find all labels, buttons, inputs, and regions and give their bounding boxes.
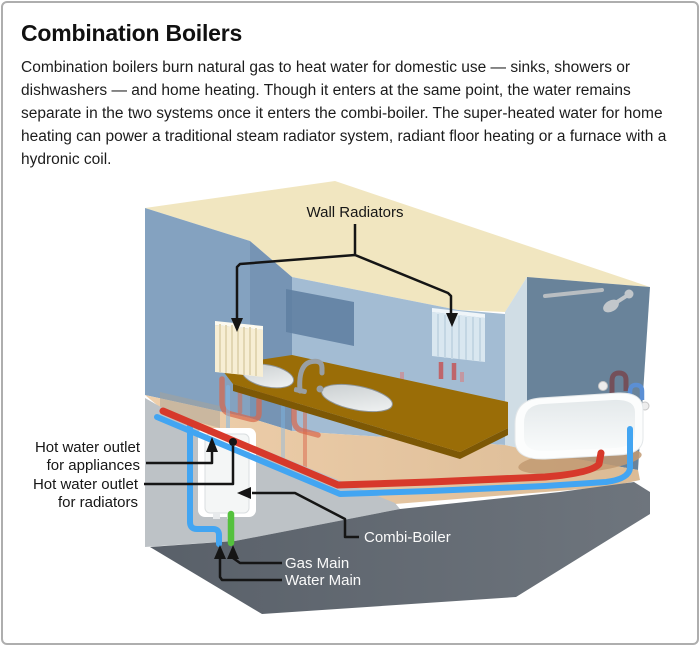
arrowhead [237, 487, 251, 499]
pipes [154, 407, 633, 547]
door-recess [286, 289, 354, 346]
svg-text:Hot water outlet: Hot water outlet [33, 476, 139, 493]
label-wall-radiators: Wall Radiators [307, 204, 404, 221]
leader-lines [144, 224, 458, 582]
svg-text:for appliances: for appliances [47, 457, 140, 474]
arrowhead [214, 545, 226, 559]
faucet-icon [293, 358, 325, 395]
bathtub [514, 392, 644, 475]
water-main-pipe [187, 423, 222, 547]
label-gas-main: Gas Main [285, 555, 349, 572]
hot-water-pipe [159, 407, 605, 489]
boiler-diagram: Wall Radiators Hot water outlet for appl… [33, 181, 650, 614]
label-water-main: Water Main [285, 572, 361, 589]
svg-text:for radiators: for radiators [58, 494, 138, 511]
description-text: Combination boilers burn natural gas to … [21, 59, 667, 168]
shower-head-icon [603, 289, 634, 313]
under-counter-shadow [160, 392, 220, 428]
arrowhead [446, 313, 458, 327]
svg-text:Hot water outlet: Hot water outlet [35, 439, 141, 456]
page-title: Combination Boilers [21, 20, 243, 46]
wall-radiator-right [432, 308, 485, 380]
arrowhead [231, 318, 243, 332]
shower-rod [543, 288, 604, 298]
cold-water-pipe [154, 414, 633, 497]
label-hot-water-appliances: Hot water outlet for appliances [35, 439, 141, 474]
label-hot-water-radiators: Hot water outlet for radiators [33, 476, 139, 511]
ceiling [145, 181, 650, 312]
arrowhead [206, 437, 218, 452]
label-combi-boiler: Combi-Boiler [364, 529, 451, 546]
arrowhead [227, 545, 239, 559]
leader-dot [229, 438, 237, 446]
wall-radiator-left [215, 321, 263, 377]
